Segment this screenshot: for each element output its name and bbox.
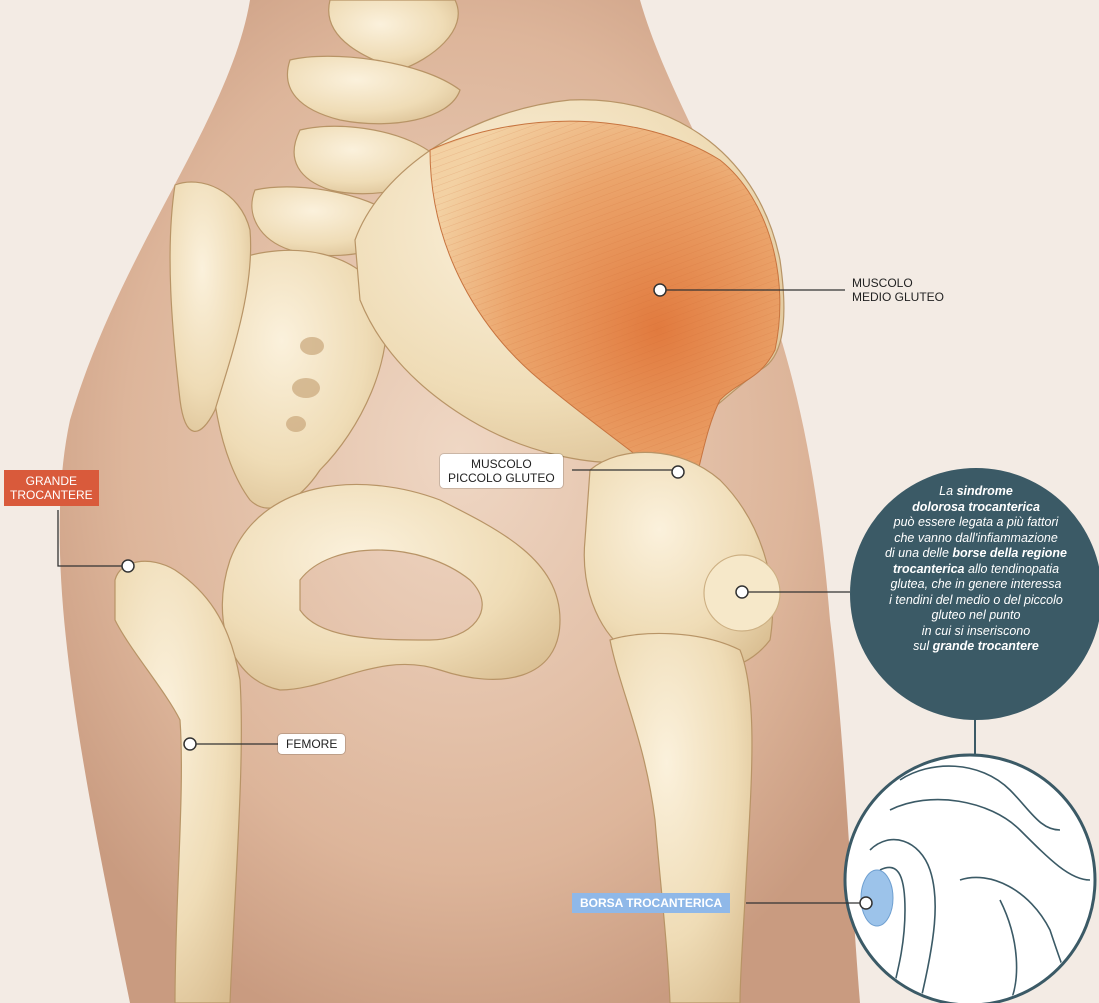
info-bold-text: borse della regione (952, 546, 1067, 560)
info-line: può essere legata a più fattori (872, 515, 1080, 531)
info-text: i tendini del medio o del piccolo (889, 593, 1063, 607)
info-line: glutea, che in genere interessa (872, 577, 1080, 593)
info-text: può essere legata a più fattori (894, 515, 1059, 529)
info-text: La (939, 484, 956, 498)
inset-magnifier (845, 755, 1099, 1003)
label-femore: FEMORE (278, 734, 345, 754)
label-line: MEDIO GLUTEO (852, 290, 944, 304)
info-line: gluteo nel punto (872, 608, 1080, 624)
info-bold-text: grande trocantere (933, 639, 1039, 653)
info-text: sul (913, 639, 932, 653)
label-line: MUSCOLO (852, 276, 944, 290)
info-text: glutea, che in genere interessa (891, 577, 1062, 591)
label-muscolo-medio-gluteo: MUSCOLO MEDIO GLUTEO (852, 276, 944, 304)
info-line: di una delle borse della regione (872, 546, 1080, 562)
info-bold-text: dolorosa trocanterica (912, 500, 1040, 514)
info-text: di una delle (885, 546, 952, 560)
info-line: in cui si inseriscono (872, 624, 1080, 640)
info-text: gluteo nel punto (932, 608, 1021, 622)
label-line: GRANDE (10, 474, 93, 488)
info-text: in cui si inseriscono (922, 624, 1030, 638)
label-line: TROCANTERE (10, 488, 93, 502)
info-bold-text: trocanterica (893, 562, 965, 576)
info-line: La sindrome (872, 484, 1080, 500)
info-line: sul grande trocantere (872, 639, 1080, 655)
info-line: dolorosa trocanterica (872, 500, 1080, 516)
info-text: che vanno dall'infiammazione (894, 531, 1058, 545)
info-line: i tendini del medio o del piccolo (872, 593, 1080, 609)
label-grande-trocantere: GRANDE TROCANTERE (4, 470, 99, 506)
info-bold-text: sindrome (957, 484, 1013, 498)
label-line: PICCOLO GLUTEO (448, 471, 555, 485)
info-line: che vanno dall'infiammazione (872, 531, 1080, 547)
info-text: allo tendinopatia (965, 562, 1060, 576)
label-muscolo-piccolo-gluteo: MUSCOLO PICCOLO GLUTEO (440, 454, 563, 488)
label-borsa-trocanterica: BORSA TROCANTERICA (572, 893, 730, 913)
label-line: MUSCOLO (448, 457, 555, 471)
info-line: trocanterica allo tendinopatia (872, 562, 1080, 578)
